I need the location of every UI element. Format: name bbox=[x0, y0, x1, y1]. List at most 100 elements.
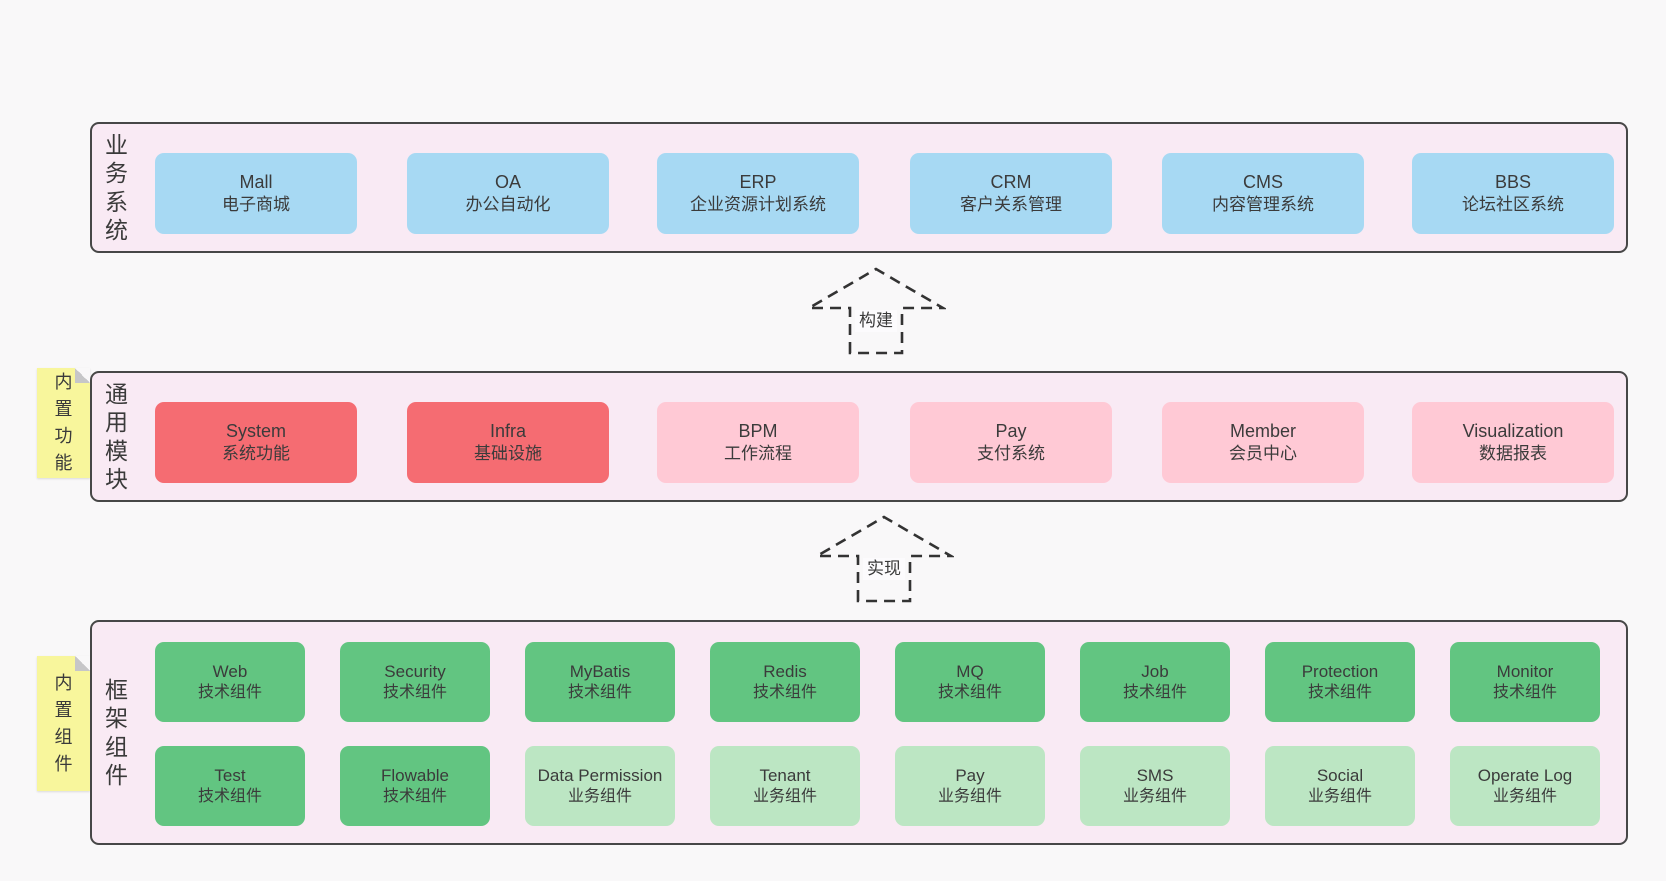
sticky-fold-corner bbox=[75, 368, 90, 383]
layer-label-common-modules: 通用模块 bbox=[105, 380, 129, 493]
diagram-box-cms: CMS 内容管理系统 bbox=[1162, 153, 1364, 234]
box-subtitle: 工作流程 bbox=[724, 444, 792, 464]
box-subtitle: 内容管理系统 bbox=[1212, 195, 1314, 215]
box-title: ERP bbox=[739, 171, 777, 192]
box-subtitle: 系统功能 bbox=[222, 444, 290, 464]
up-block-arrow-icon bbox=[806, 267, 946, 355]
box-subtitle: 技术组件 bbox=[567, 683, 632, 701]
sticky-note-built-in-features: 内置功能 bbox=[37, 368, 90, 478]
arrow-label-build: 构建 bbox=[855, 310, 897, 332]
box-title: Pay bbox=[995, 420, 1027, 441]
box-subtitle: 技术组件 bbox=[197, 787, 262, 805]
layer-label-framework-components: 框架组件 bbox=[105, 676, 129, 789]
box-subtitle: 基础设施 bbox=[474, 444, 542, 464]
box-subtitle: 业务组件 bbox=[937, 787, 1002, 805]
box-title: Monitor bbox=[1496, 661, 1554, 681]
box-subtitle: 支付系统 bbox=[977, 444, 1045, 464]
diagram-box-visualization: Visualization 数据报表 bbox=[1412, 402, 1614, 483]
diagram-box-redis: Redis 技术组件 bbox=[710, 642, 860, 722]
box-subtitle: 业务组件 bbox=[752, 787, 817, 805]
sticky-note-text: 内置组件 bbox=[54, 672, 73, 774]
diagram-box-protection: Protection 技术组件 bbox=[1265, 642, 1415, 722]
box-title: Protection bbox=[1301, 661, 1379, 681]
box-subtitle: 会员中心 bbox=[1229, 444, 1297, 464]
box-subtitle: 企业资源计划系统 bbox=[690, 195, 826, 215]
box-subtitle: 客户关系管理 bbox=[960, 195, 1062, 215]
box-subtitle: 数据报表 bbox=[1479, 444, 1547, 464]
box-title: BBS bbox=[1494, 171, 1532, 192]
box-subtitle: 业务组件 bbox=[1492, 787, 1557, 805]
layer-label-business-systems: 业务系统 bbox=[105, 131, 129, 244]
box-subtitle: 技术组件 bbox=[382, 683, 447, 701]
diagram-box-social: Social 业务组件 bbox=[1265, 746, 1415, 826]
box-title: Social bbox=[1316, 765, 1364, 785]
box-title: Mall bbox=[239, 171, 273, 192]
diagram-box-mq: MQ 技术组件 bbox=[895, 642, 1045, 722]
box-subtitle: 业务组件 bbox=[1122, 787, 1187, 805]
diagram-box-oa: OA 办公自动化 bbox=[407, 153, 609, 234]
box-title: Tenant bbox=[759, 765, 811, 785]
diagram-box-erp: ERP 企业资源计划系统 bbox=[657, 153, 859, 234]
layer-common-modules: 通用模块 System 系统功能 Infra 基础设施 BPM 工作流程 Pay… bbox=[90, 371, 1628, 502]
diagram-box-mybatis: MyBatis 技术组件 bbox=[525, 642, 675, 722]
box-title: CMS bbox=[1243, 171, 1283, 192]
arrow-label-implement: 实现 bbox=[863, 558, 905, 580]
arrow-implement: 实现 bbox=[814, 514, 954, 604]
box-title: BPM bbox=[738, 420, 778, 441]
diagram-box-bbs: BBS 论坛社区系统 bbox=[1412, 153, 1614, 234]
box-title: Test bbox=[214, 765, 246, 785]
diagram-box-member: Member 会员中心 bbox=[1162, 402, 1364, 483]
box-title: Data Permission bbox=[537, 765, 663, 785]
diagram-box-tenant: Tenant 业务组件 bbox=[710, 746, 860, 826]
box-title: Flowable bbox=[380, 765, 450, 785]
diagram-box-data-permission: Data Permission 业务组件 bbox=[525, 746, 675, 826]
box-title: SMS bbox=[1136, 765, 1174, 785]
diagram-box-sms: SMS 业务组件 bbox=[1080, 746, 1230, 826]
arrow-build: 构建 bbox=[806, 266, 946, 356]
box-subtitle: 技术组件 bbox=[1492, 683, 1557, 701]
box-subtitle: 业务组件 bbox=[1307, 787, 1372, 805]
diagram-box-mall: Mall 电子商城 bbox=[155, 153, 357, 234]
layer-framework-components: 框架组件 Web 技术组件 Security 技术组件 MyBatis 技术组件… bbox=[90, 620, 1628, 845]
box-subtitle: 技术组件 bbox=[752, 683, 817, 701]
box-subtitle: 技术组件 bbox=[382, 787, 447, 805]
box-title: Visualization bbox=[1462, 420, 1564, 441]
sticky-note-text: 内置功能 bbox=[54, 372, 73, 473]
diagram-box-web: Web 技术组件 bbox=[155, 642, 305, 722]
box-title: Pay bbox=[955, 765, 985, 785]
diagram-box-job: Job 技术组件 bbox=[1080, 642, 1230, 722]
box-title: Web bbox=[212, 661, 248, 681]
sticky-fold-corner bbox=[75, 656, 90, 671]
box-subtitle: 技术组件 bbox=[1307, 683, 1372, 701]
diagram-box-monitor: Monitor 技术组件 bbox=[1450, 642, 1600, 722]
up-block-arrow-icon bbox=[814, 515, 954, 603]
box-title: System bbox=[225, 420, 286, 441]
box-title: OA bbox=[494, 171, 521, 192]
box-title: Redis bbox=[763, 661, 807, 681]
box-title: Operate Log bbox=[1477, 765, 1573, 785]
box-subtitle: 论坛社区系统 bbox=[1462, 195, 1564, 215]
sticky-note-built-in-components: 内置组件 bbox=[37, 656, 90, 791]
diagram-box-test: Test 技术组件 bbox=[155, 746, 305, 826]
box-title: Job bbox=[1141, 661, 1169, 681]
box-subtitle: 电子商城 bbox=[222, 195, 290, 215]
diagram-box-operate-log: Operate Log 业务组件 bbox=[1450, 746, 1600, 826]
box-title: MyBatis bbox=[569, 661, 631, 681]
box-title: CRM bbox=[990, 171, 1032, 192]
diagram-box-system: System 系统功能 bbox=[155, 402, 357, 483]
box-title: Infra bbox=[489, 420, 527, 441]
diagram-box-pay-component: Pay 业务组件 bbox=[895, 746, 1045, 826]
box-subtitle: 办公自动化 bbox=[465, 195, 551, 215]
box-title: Security bbox=[384, 661, 446, 681]
diagram-box-flowable: Flowable 技术组件 bbox=[340, 746, 490, 826]
diagram-box-bpm: BPM 工作流程 bbox=[657, 402, 859, 483]
box-title: Member bbox=[1229, 420, 1296, 441]
diagram-box-infra: Infra 基础设施 bbox=[407, 402, 609, 483]
diagram-box-pay-system: Pay 支付系统 bbox=[910, 402, 1112, 483]
box-subtitle: 技术组件 bbox=[197, 683, 262, 701]
diagram-box-security: Security 技术组件 bbox=[340, 642, 490, 722]
box-subtitle: 技术组件 bbox=[937, 683, 1002, 701]
diagram-box-crm: CRM 客户关系管理 bbox=[910, 153, 1112, 234]
box-subtitle: 业务组件 bbox=[567, 787, 632, 805]
